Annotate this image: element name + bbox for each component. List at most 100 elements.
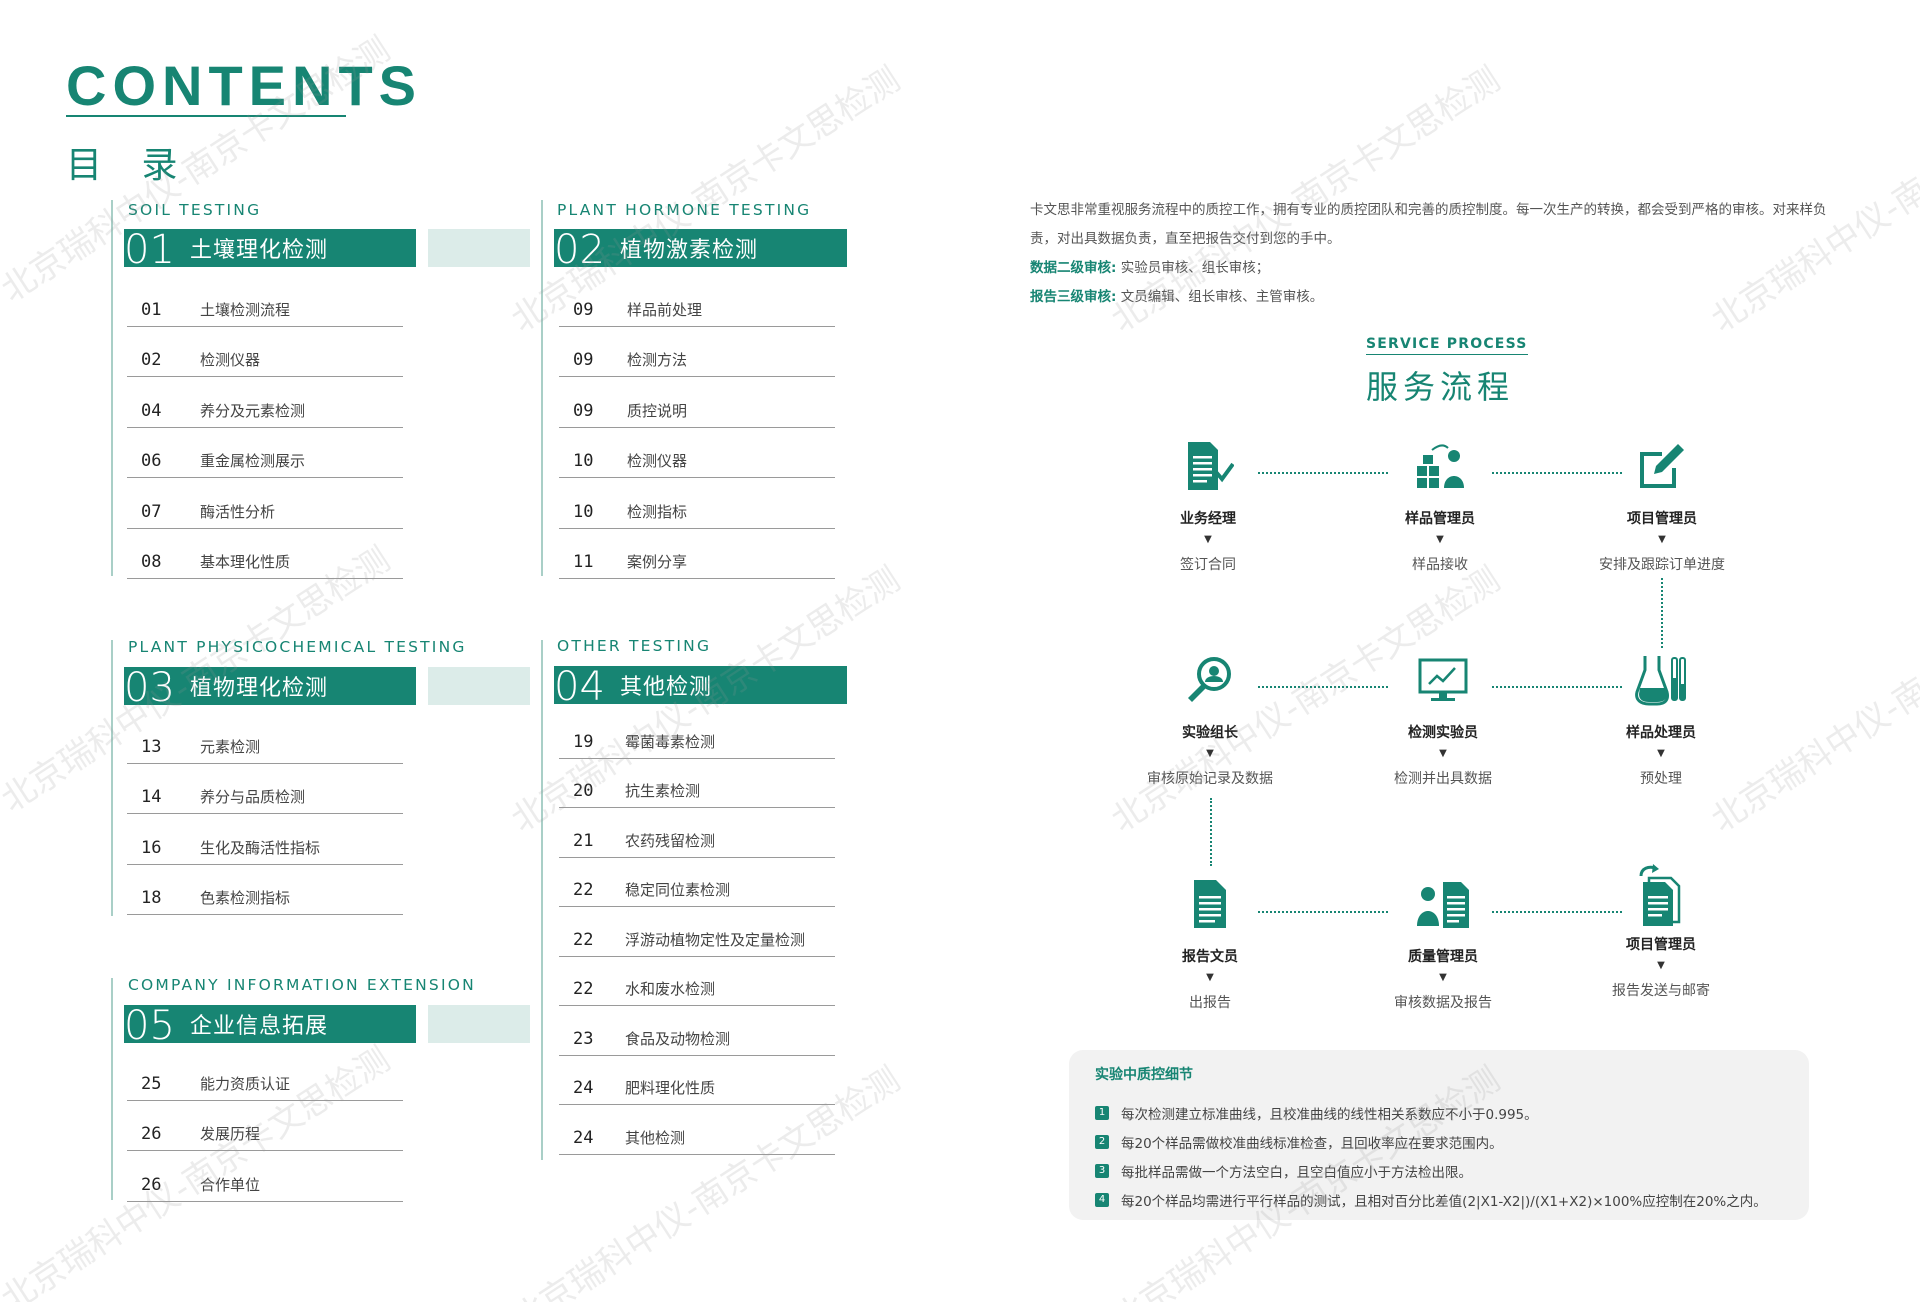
toc-item[interactable]: 09 质控说明 (559, 377, 835, 428)
toc-label: 检测仪器 (200, 351, 261, 369)
monitor-chart-icon (1418, 658, 1468, 701)
flow-node-sample-processor: 样品处理员 ▼ 预处理 (1561, 654, 1761, 788)
toc-page: 07 (141, 501, 162, 522)
contents-title-zh: 目 录 (66, 145, 192, 186)
qc-number-badge: 2 (1095, 1134, 1109, 1149)
toc-label: 质控说明 (627, 401, 688, 420)
toc-item[interactable]: 06 重金属检测展示 (127, 428, 403, 478)
flow-role: 业务经理 (1180, 511, 1236, 527)
toc-page: 06 (141, 451, 162, 471)
qc-text: 每批样品需做一个方法空白，且空白值应小于方法检出限。 (1121, 1164, 1472, 1181)
toc-label: 发展历程 (200, 1125, 261, 1143)
toc-page: 22 (573, 880, 594, 900)
section-zh-title: 其他检测 (620, 675, 713, 700)
qc-item: 3 每批样品需做一个方法空白，且空白值应小于方法检出限。 (1095, 1156, 1783, 1185)
toc-label: 样品前处理 (627, 300, 703, 319)
qc-text: 每20个样品需做校准曲线标准检查，且回收率应在要求范围内。 (1121, 1135, 1503, 1152)
toc-label: 土壤检测流程 (200, 300, 291, 319)
flow-node-quality-manager: 质量管理员 ▼ 审核数据及报告 (1343, 878, 1543, 1012)
section-header-other[interactable]: 04 其他检测 (554, 664, 847, 710)
section-number: 04 (554, 664, 605, 710)
flow-node-business-manager: 业务经理 ▼ 签订合同 (1108, 440, 1308, 574)
toc-page: 18 (141, 888, 162, 908)
toc-page: 08 (141, 552, 162, 572)
pen-edit-icon (1640, 444, 1684, 488)
flow-task: 安排及跟踪订单进度 (1599, 557, 1725, 573)
toc-label: 重金属检测展示 (200, 452, 306, 470)
section-number: 05 (124, 1003, 175, 1049)
toc-page: 11 (573, 552, 594, 572)
flow-role: 检测实验员 (1408, 725, 1478, 741)
toc-label: 养分与品质检测 (200, 788, 306, 806)
report-document-icon (1194, 880, 1226, 928)
contents-title: CONTENTS (66, 54, 422, 117)
toc-page: 24 (573, 1078, 594, 1098)
toc-item[interactable]: 26 发展历程 (127, 1101, 403, 1151)
section-header-company[interactable]: 05 企业信息拓展 (124, 1003, 416, 1049)
toc-label: 养分及元素检测 (200, 401, 306, 420)
toc-label: 检测指标 (627, 502, 688, 521)
section-divider-line (541, 640, 543, 1160)
qc-item: 2 每20个样品需做校准曲线标准检查，且回收率应在要求范围内。 (1095, 1127, 1783, 1156)
toc-page: 09 (573, 400, 594, 421)
flow-task: 预处理 (1640, 771, 1682, 787)
flow-node-lab-leader: 实验组长 ▼ 审核原始记录及数据 (1110, 654, 1310, 788)
toc-page: 01 (141, 299, 162, 320)
flow-role: 样品处理员 (1626, 725, 1696, 741)
flow-node-sample-manager: 样品管理员 ▼ 样品接收 (1340, 440, 1540, 574)
section-header-physicochemical[interactable]: 03 植物理化检测 (124, 667, 416, 708)
section-header-hormone[interactable]: 02 植物激素检测 (554, 229, 847, 270)
toc-page: 26 (141, 1174, 162, 1195)
document-check-icon (1188, 442, 1234, 490)
service-process-title-zh: 服务流程 (1366, 368, 1515, 406)
flow-connector (1492, 911, 1622, 913)
section-zh-title: 土壤理化检测 (190, 238, 329, 263)
qc-text: 每次检测建立标准曲线，且校准曲线的线性相关系数应不小于0.995。 (1121, 1106, 1538, 1123)
toc-page: 26 (141, 1124, 162, 1144)
intro-value: 文员编辑、组长审核、主管审核。 (1116, 289, 1324, 305)
flow-role: 实验组长 (1182, 725, 1238, 741)
toc-label: 元素检测 (200, 737, 261, 756)
section-header-soil[interactable]: 01 土壤理化检测 (124, 229, 416, 270)
section-header-accent (428, 667, 530, 705)
toc-label: 生化及酶活性指标 (200, 838, 321, 857)
toc-label: 其他检测 (625, 1128, 686, 1147)
flow-task: 签订合同 (1180, 557, 1236, 573)
toc-item[interactable]: 01 土壤检测流程 (127, 276, 403, 327)
down-arrow-icon: ▼ (1206, 972, 1214, 983)
flow-connector (1258, 472, 1388, 474)
qc-number-badge: 3 (1095, 1163, 1109, 1178)
intro-line-report-review: 报告三级审核: 文员编辑、组长审核、主管审核。 (1030, 283, 1850, 312)
sample-person-icon (1417, 444, 1464, 488)
flow-task: 审核原始记录及数据 (1147, 771, 1273, 787)
section-en-title: PLANT HORMONE TESTING (557, 201, 812, 219)
